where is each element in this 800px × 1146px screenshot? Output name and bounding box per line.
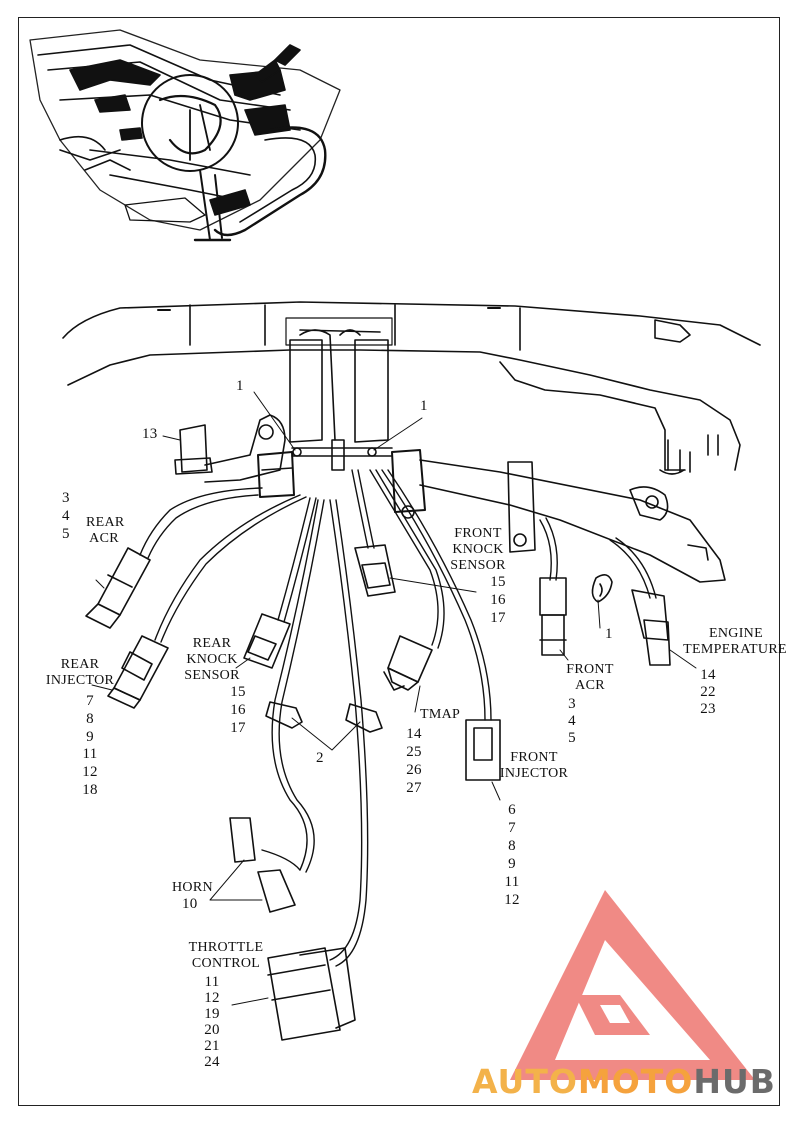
front-injector-number-9: 9	[508, 856, 516, 872]
throttle-number-21: 21	[204, 1038, 220, 1054]
wires	[139, 469, 657, 967]
front-knock-number-17: 17	[490, 610, 506, 626]
front-injector-number-7: 7	[508, 820, 516, 836]
connector-rear-injector	[107, 635, 169, 709]
throttle-number-24: 24	[204, 1054, 220, 1070]
tmap-number-27: 27	[406, 780, 422, 796]
callout-2: 2	[316, 750, 324, 766]
front-knock-number-15: 15	[490, 574, 506, 590]
front-acr-title-line1: FRONT	[566, 662, 614, 677]
connector-rear-acr	[85, 547, 151, 629]
connector-throttle-control	[267, 947, 356, 1041]
horn-title: HORN	[172, 880, 213, 895]
rear-knock-number-16: 16	[230, 702, 246, 718]
tmap-number-25: 25	[406, 744, 422, 760]
rear-knock-title-line3: SENSOR	[184, 668, 240, 683]
rear-injector-number-9: 9	[86, 729, 94, 745]
throttle-title-line2: CONTROL	[191, 956, 261, 971]
wordmark-moto: MOTO	[577, 1062, 694, 1101]
throttle-number-12: 12	[204, 990, 220, 1006]
engine-temp-title-line1: ENGINE	[709, 626, 763, 641]
front-knock-title-line3: SENSOR	[450, 558, 506, 573]
right-bracket	[391, 449, 726, 583]
leader-lines	[91, 391, 697, 1006]
callout-1-right: 1	[420, 398, 428, 414]
front-injector-title-line2: INJECTOR	[499, 766, 569, 781]
cable-straps	[265, 701, 383, 733]
horn-number-10: 10	[182, 896, 198, 912]
rear-injector-number-18: 18	[82, 782, 98, 798]
front-injector-title-line1: FRONT	[510, 750, 558, 765]
engine-temp-number-14: 14	[700, 667, 716, 683]
rear-injector-title-line1: REAR	[60, 657, 100, 672]
front-injector-number-12: 12	[504, 892, 520, 908]
engine-temp-number-22: 22	[700, 684, 716, 700]
rear-injector-number-7: 7	[86, 693, 94, 709]
connector-rear-knock	[243, 613, 291, 669]
throttle-number-11: 11	[204, 974, 220, 990]
rear-acr-title-line1: REAR	[86, 515, 125, 530]
automotohub-logo	[510, 890, 755, 1080]
wordmark-hub: HUB	[693, 1062, 776, 1101]
tmap-number-14: 14	[406, 726, 422, 742]
wordmark-auto: AUTO	[472, 1062, 578, 1101]
front-acr-number-4: 4	[568, 713, 576, 729]
diagram-frame	[18, 17, 780, 1106]
rear-acr-number-5: 5	[62, 526, 70, 542]
connector-horn	[229, 817, 296, 913]
connector-tmap	[383, 635, 433, 691]
rear-acr-number-3: 3	[62, 490, 70, 506]
connector-front-acr	[539, 577, 567, 656]
throttle-number-20: 20	[204, 1022, 220, 1038]
connector-engine-temp	[631, 589, 671, 666]
rear-injector-number-12: 12	[82, 764, 98, 780]
rear-injector-number-11: 11	[82, 746, 98, 762]
rear-injector-title-line2: INJECTOR	[45, 673, 115, 688]
front-acr-title-line2: ACR	[575, 678, 605, 693]
front-injector-number-11: 11	[504, 874, 520, 890]
callout-1-left: 1	[236, 378, 244, 394]
front-injector-number-6: 6	[508, 802, 516, 818]
rear-knock-title-line2: KNOCK	[186, 652, 238, 667]
main-frame	[62, 301, 761, 475]
engine-temp-number-23: 23	[700, 701, 716, 717]
front-acr-number-3: 3	[568, 696, 576, 712]
motorcycle-frame-inset	[29, 29, 341, 242]
callout-13: 13	[142, 426, 158, 442]
throttle-title-line1: THROTTLE	[188, 940, 264, 955]
throttle-number-19: 19	[204, 1006, 220, 1022]
front-acr-number-5: 5	[568, 730, 576, 746]
connector-front-knock	[354, 544, 396, 597]
rear-knock-number-17: 17	[230, 720, 246, 736]
tmap-title: TMAP	[420, 707, 461, 722]
front-injector-number-8: 8	[508, 838, 516, 854]
connector-front-injector	[465, 719, 501, 781]
rear-injector-number-8: 8	[86, 711, 94, 727]
callout-1-clip: 1	[605, 626, 613, 642]
rear-knock-title-line1: REAR	[192, 636, 232, 651]
front-knock-title-line1: FRONT	[454, 526, 502, 541]
front-knock-title-line2: KNOCK	[452, 542, 504, 557]
rear-knock-number-15: 15	[230, 684, 246, 700]
engine-temp-title-line2: TEMPERATURE	[683, 642, 787, 657]
rear-acr-title-line2: ACR	[89, 531, 119, 546]
tmap-number-26: 26	[406, 762, 422, 778]
front-knock-number-16: 16	[490, 592, 506, 608]
automotohub-wordmark: AUTOMOTOHUB	[472, 1062, 776, 1101]
left-bracket	[174, 414, 295, 498]
clip-part-1	[591, 574, 613, 603]
rear-acr-number-4: 4	[62, 508, 70, 524]
harness-sleeves	[289, 329, 393, 471]
